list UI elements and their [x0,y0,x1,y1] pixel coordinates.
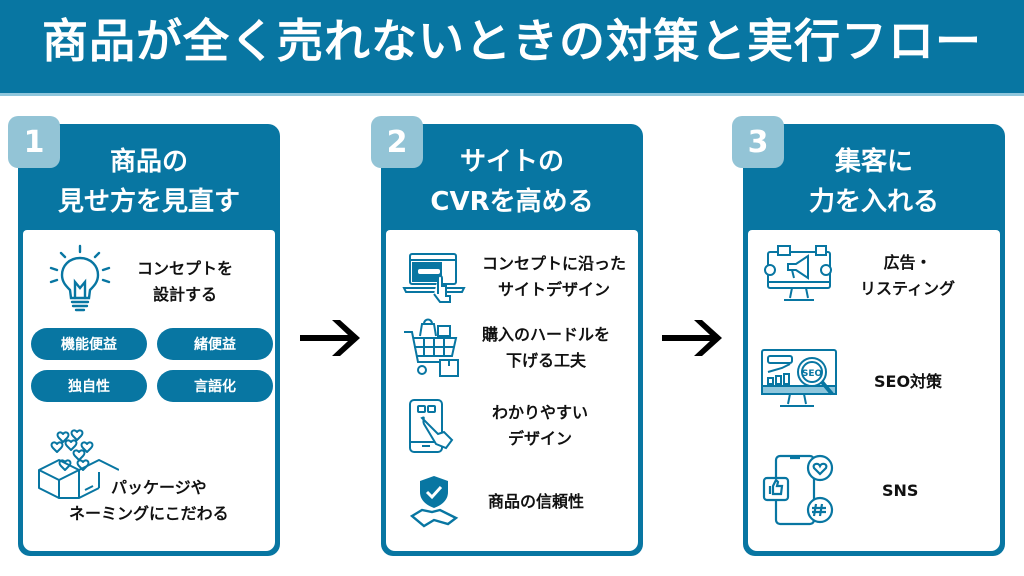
pill-tag: 機能便益 [31,328,147,360]
step-number-badge: 2 [371,116,423,168]
step-panel-1: 1 商品の 見せ方を見直す コンセプトを 設計する 機能便益 緒便益 [8,116,280,556]
step-body: コンセプトを 設計する 機能便益 緒便益 独自性 言語化 [23,230,275,551]
item-text-line2: デザイン [508,429,573,448]
laptop-click-icon [402,250,466,304]
item-text-line1: パッケージや [111,478,207,497]
list-item: SEO SEO対策 [760,348,942,416]
seo-monitor-icon: SEO [760,348,844,416]
item-text-line1: コンセプトを [137,259,234,278]
step-body: コンセプトに沿った サイトデザイン 購入のハードルを [386,230,638,551]
pill-tag: 言語化 [157,370,273,402]
list-item: 商品の信頼性 [408,474,584,530]
shield-handshake-icon [408,474,460,530]
step-heading-line1: サイトの [459,147,564,177]
step-heading-line2: 見せ方を見直す [57,187,240,217]
item-text-line1: わかりやすい [492,403,589,422]
step-body: 広告・ リスティング SEO SEO対 [748,230,1000,551]
step-number-badge: 1 [8,116,60,168]
gift-box-hearts-icon [33,428,119,500]
pill-tag: 緒便益 [157,328,273,360]
step-heading: 集客に 力を入れる [743,124,1005,230]
pill-tag: 独自性 [31,370,147,402]
step-panel-2: 2 サイトの CVRを高める コンセプトに沿った サイトデザイン [371,116,643,556]
list-item: SNS [762,454,918,528]
list-item: コンセプトに沿った サイトデザイン [402,250,626,304]
smartphone-tap-icon [406,398,462,454]
step-heading: 商品の 見せ方を見直す [18,124,280,230]
step-heading-line2: 力を入れる [808,187,939,217]
social-media-phone-icon [762,454,838,528]
step-heading: サイトの CVRを高める [381,124,643,230]
item-text-line1: SNS [882,481,919,500]
item-text-line1: 購入のハードルを [482,325,611,344]
step-panel-3: 3 集客に 力を入れる 広告・ リスティング [732,116,1005,556]
item-text-line1: 広告・ [883,253,932,272]
step-heading-line1: 商品の [109,147,188,177]
title-bar: 商品が全く売れないときの対策と実行フロー [0,0,1024,96]
item-text-line1: 商品の信頼性 [488,492,585,511]
item-text-line2: 設計する [153,285,218,304]
item-text-line2: 下げる工夫 [506,351,587,370]
step-heading-line2: CVRを高める [430,187,594,217]
list-item: わかりやすい デザイン [406,398,588,454]
svg-text:SEO: SEO [802,369,823,379]
item-text-line1: コンセプトに沿った [482,254,627,273]
right-arrow-icon [296,316,366,364]
list-item: 購入のハードルを 下げる工夫 [402,316,610,380]
lightbulb-icon [45,244,115,314]
step-number-badge: 3 [732,116,784,168]
item-text-line2: リスティング [860,279,956,298]
shopping-cart-icon [402,316,466,380]
item-text-line1: SEO対策 [874,372,943,391]
step-heading-line1: 集客に [834,147,913,177]
page-title: 商品が全く売れないときの対策と実行フロー [42,13,982,68]
item-text-line2: ネーミングにこだわる [69,504,229,523]
megaphone-monitor-icon [762,244,838,308]
list-item: コンセプトを 設計する [45,244,233,314]
item-text-line2: サイトデザイン [498,280,611,299]
right-arrow-icon [658,316,728,364]
list-item: 広告・ リスティング [762,244,955,308]
